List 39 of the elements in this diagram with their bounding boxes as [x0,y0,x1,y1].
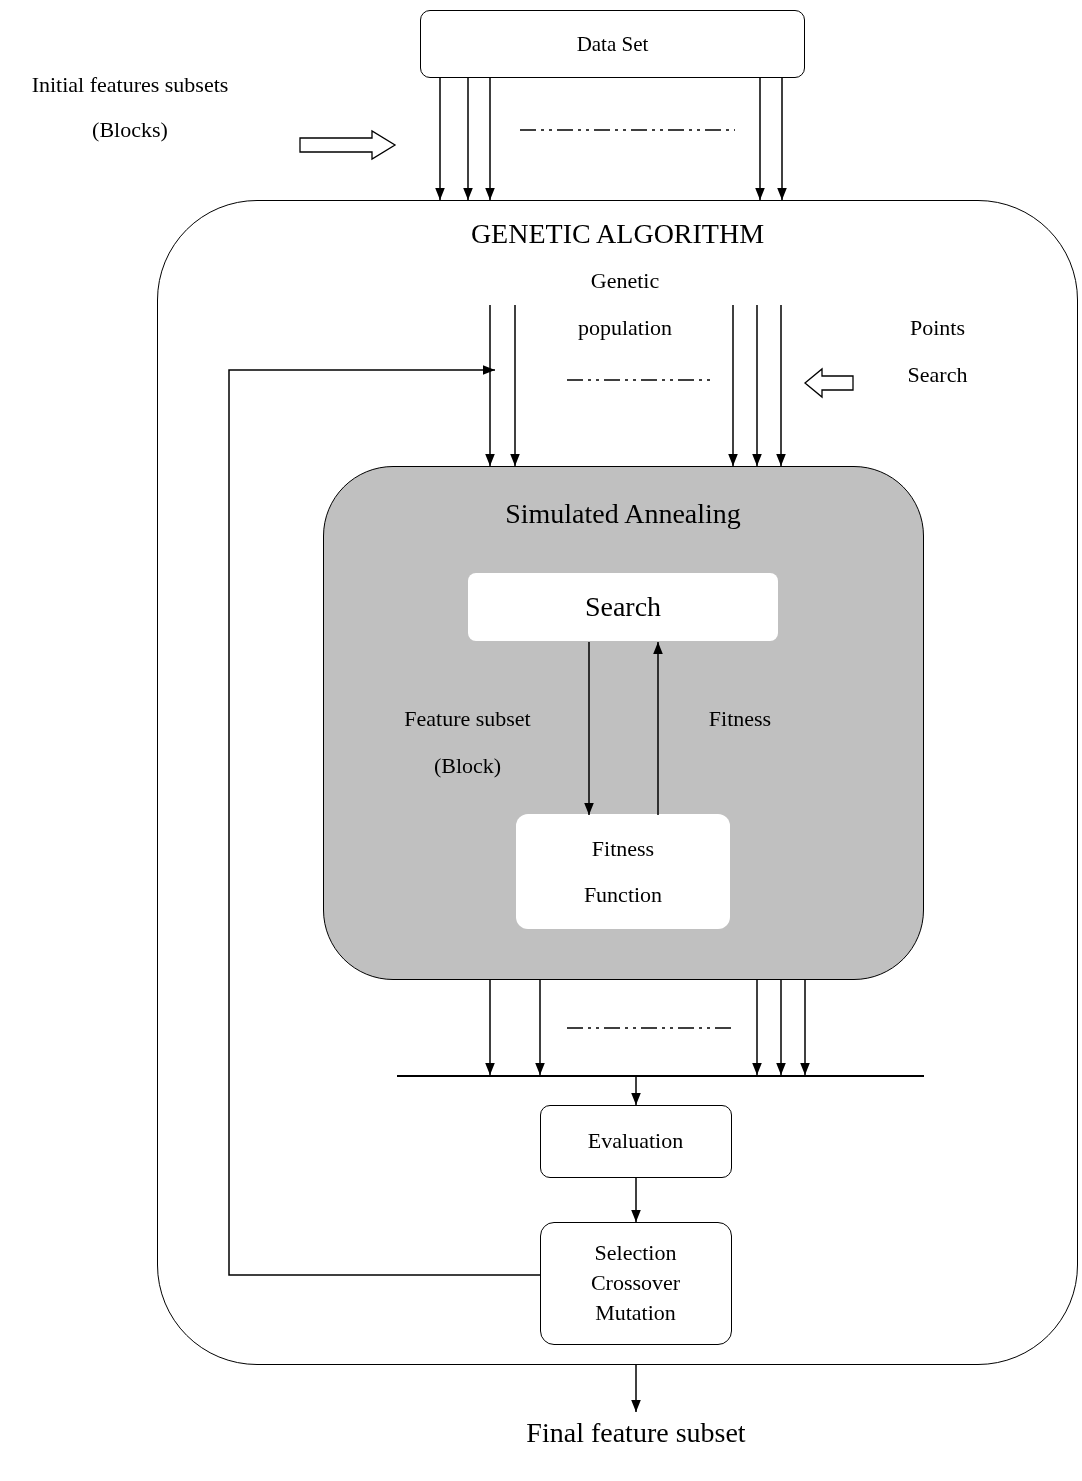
node-label: Fitness Function [582,834,664,909]
arrow [777,77,787,201]
arrow [435,77,445,201]
arrow [631,1177,641,1223]
arrow [485,979,495,1076]
arrow [776,979,786,1076]
arrow [728,304,738,467]
arrow [228,365,541,1276]
arrow [653,641,663,816]
process-box [468,573,778,641]
arrow [535,979,545,1076]
annotation-label: Points Search [906,314,969,389]
arrow [755,77,765,201]
process-box [539,1221,732,1345]
arrow [800,979,810,1076]
heading-label: Data Set [576,31,649,57]
arrow [485,304,495,467]
arrow [776,304,786,467]
arrow [631,1076,641,1106]
annotation-label: Initial features subsets (Blocks) [30,71,230,144]
process-box [516,814,730,929]
arrow [463,77,473,201]
node-label: Search [584,590,662,624]
node-label: Selection Crossover Mutation [589,1239,682,1327]
bus-line [396,1074,924,1077]
arrow [631,1364,641,1413]
arrow [485,77,495,201]
arrow [752,304,762,467]
arrow [584,641,594,816]
arrow [752,979,762,1076]
annotation-label: Genetic population [576,267,674,342]
process-box [539,1104,732,1178]
algorithm-container [157,200,1078,1365]
arrow [510,304,520,467]
data-box [420,10,805,78]
heading-label: GENETIC ALGORITHM [470,217,765,251]
annealing-panel [322,465,924,980]
heading-label: Simulated Annealing [505,496,741,531]
node-label: Evaluation [587,1128,684,1154]
